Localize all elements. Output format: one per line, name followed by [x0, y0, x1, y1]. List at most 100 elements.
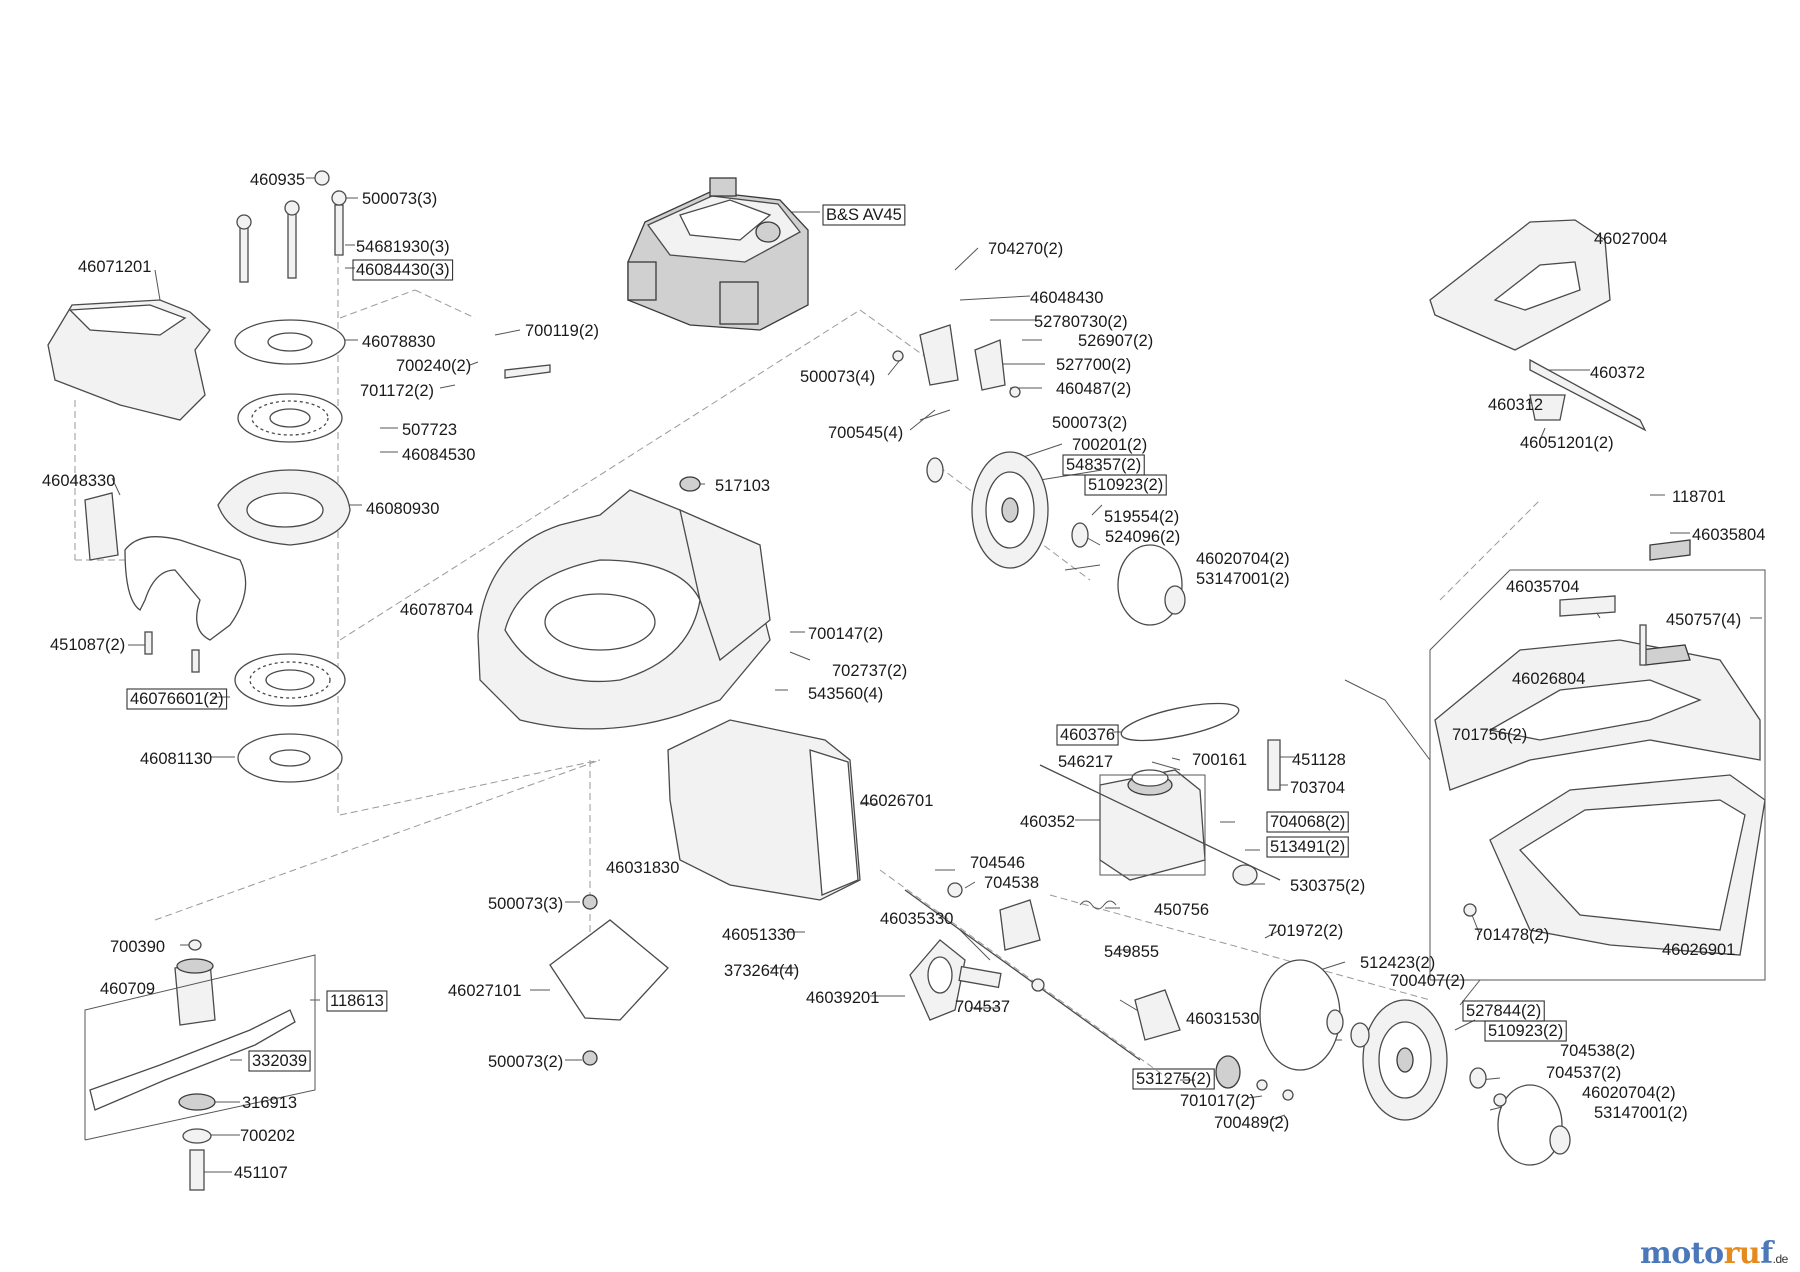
part-label-l26: 700545(4): [828, 424, 903, 442]
rear-wheel-cover: [1259, 959, 1344, 1071]
part-label-l64: 373264(4): [724, 962, 799, 980]
part-label-l4: 46084430(3): [356, 261, 450, 279]
part-label-l34: 517103: [715, 477, 770, 495]
part-label-l51: 700161: [1192, 751, 1247, 769]
part-label-l69: 46035330: [880, 910, 953, 928]
mulch-plug: [549, 894, 669, 1066]
grass-catcher-bottom: [1463, 774, 1766, 956]
blade-adapter: [174, 939, 216, 1026]
part-label-l66: 500073(2): [488, 1053, 563, 1071]
part-label-l74: 512423(2): [1360, 954, 1435, 972]
gearbox: [1039, 764, 1281, 886]
rear-wheel: [1350, 999, 1487, 1121]
part-label-l2: 500073(3): [362, 190, 437, 208]
label-box-l17: [822, 204, 906, 226]
part-label-l22: 500073(4): [800, 368, 875, 386]
part-label-l45: 46035704: [1506, 578, 1579, 596]
part-label-l18: 704270(2): [988, 240, 1063, 258]
label-box-l90: [248, 1050, 311, 1072]
subassembly-frames: [84, 569, 1766, 1141]
part-label-l91: 316913: [242, 1094, 297, 1112]
part-label-l79: 704537(2): [1546, 1064, 1621, 1082]
label-box-l77: [1484, 1020, 1567, 1042]
label-box-l15: [126, 688, 228, 710]
label-box-l89: [326, 990, 388, 1012]
part-label-l29: 510923(2): [1088, 476, 1163, 494]
part-label-l38: 543560(4): [808, 685, 883, 703]
catcher-hinge-parts: [1529, 358, 1647, 432]
catcher-strip-parts: [1559, 539, 1691, 666]
part-label-l80: 46020704(2): [1582, 1084, 1676, 1102]
part-label-l92: 700202: [240, 1127, 295, 1145]
part-label-l12: 46048330: [42, 472, 115, 490]
height-adjuster-front: [892, 324, 1021, 398]
part-label-l32: 46020704(2): [1196, 550, 1290, 568]
part-label-l9: 701172(2): [360, 382, 434, 400]
part-label-l84: 700489(2): [1214, 1114, 1289, 1132]
engine-mount-baffle: [217, 469, 351, 546]
part-label-l93: 451107: [234, 1164, 288, 1182]
part-label-l77: 510923(2): [1488, 1022, 1563, 1040]
blade-hardware: [178, 1093, 216, 1191]
part-label-l85: 701478(2): [1474, 926, 1549, 944]
part-label-l75: 700407(2): [1390, 972, 1465, 990]
bolts-and-spacers: [144, 170, 551, 673]
part-label-l28: 548357(2): [1066, 456, 1141, 474]
part-label-l24: 460487(2): [1056, 380, 1131, 398]
part-label-l50: 546217: [1058, 753, 1113, 771]
part-label-l81: 53147001(2): [1594, 1104, 1688, 1122]
part-label-l59: 549855: [1104, 943, 1159, 961]
part-label-l78: 704538(2): [1560, 1042, 1635, 1060]
grass-catcher-lid: [1429, 219, 1611, 351]
part-label-l44: 46035804: [1692, 526, 1765, 544]
part-label-l3: 54681930(3): [356, 238, 450, 256]
part-label-l63: 46051330: [722, 926, 795, 944]
part-label-l49: 460376: [1060, 726, 1115, 744]
part-label-l72: 46031530: [1186, 1010, 1259, 1028]
part-label-l70: 46039201: [806, 989, 879, 1007]
rear-flap: [667, 719, 861, 901]
part-label-l56: 513491(2): [1270, 838, 1345, 856]
label-box-l55: [1266, 811, 1349, 833]
part-label-l47: 46026804: [1512, 670, 1585, 688]
part-label-l31: 524096(2): [1105, 528, 1180, 546]
cutting-blade: [89, 1009, 296, 1111]
part-label-l17: B&S AV45: [826, 206, 902, 224]
logo-part1: moto: [1640, 1236, 1724, 1271]
part-label-l71: 704537: [955, 998, 1010, 1016]
label-box-l56: [1266, 836, 1349, 858]
side-discharge-cover: [47, 299, 211, 421]
logo-part3: f: [1760, 1236, 1773, 1271]
part-label-l35: 46078704: [400, 601, 473, 619]
mower-deck: [477, 489, 771, 730]
part-label-l19: 46048430: [1030, 289, 1103, 307]
part-label-l65: 46027101: [448, 982, 521, 1000]
part-label-l1: 460935: [250, 171, 305, 189]
part-label-l20: 52780730(2): [1034, 313, 1128, 331]
part-label-l86: 46026901: [1662, 941, 1735, 959]
part-label-l13: 46080930: [366, 500, 439, 518]
part-label-l25: 500073(2): [1052, 414, 1127, 432]
part-label-l57: 530375(2): [1290, 877, 1365, 895]
part-label-l46: 450757(4): [1666, 611, 1741, 629]
part-label-l23: 527700(2): [1056, 356, 1131, 374]
part-label-l41: 460312: [1488, 396, 1543, 414]
part-label-l58: 450756: [1154, 901, 1209, 919]
engine: [627, 177, 809, 331]
part-label-l8: 700240(2): [396, 357, 471, 375]
assembly-axes: [74, 190, 1541, 1081]
front-wheel: [926, 451, 1089, 569]
part-label-l61: 46031830: [606, 859, 679, 877]
isolator-ring-upper: [237, 393, 343, 443]
pinion-gear: [1215, 1055, 1294, 1101]
part-label-l90: 332039: [252, 1052, 307, 1070]
part-label-l30: 519554(2): [1104, 508, 1179, 526]
part-label-l5: 46071201: [78, 258, 151, 276]
part-label-l89: 118613: [330, 992, 384, 1010]
part-label-l67: 704546: [970, 854, 1025, 872]
drive-lever: [909, 939, 966, 1021]
part-label-l82: 531275(2): [1136, 1070, 1211, 1088]
